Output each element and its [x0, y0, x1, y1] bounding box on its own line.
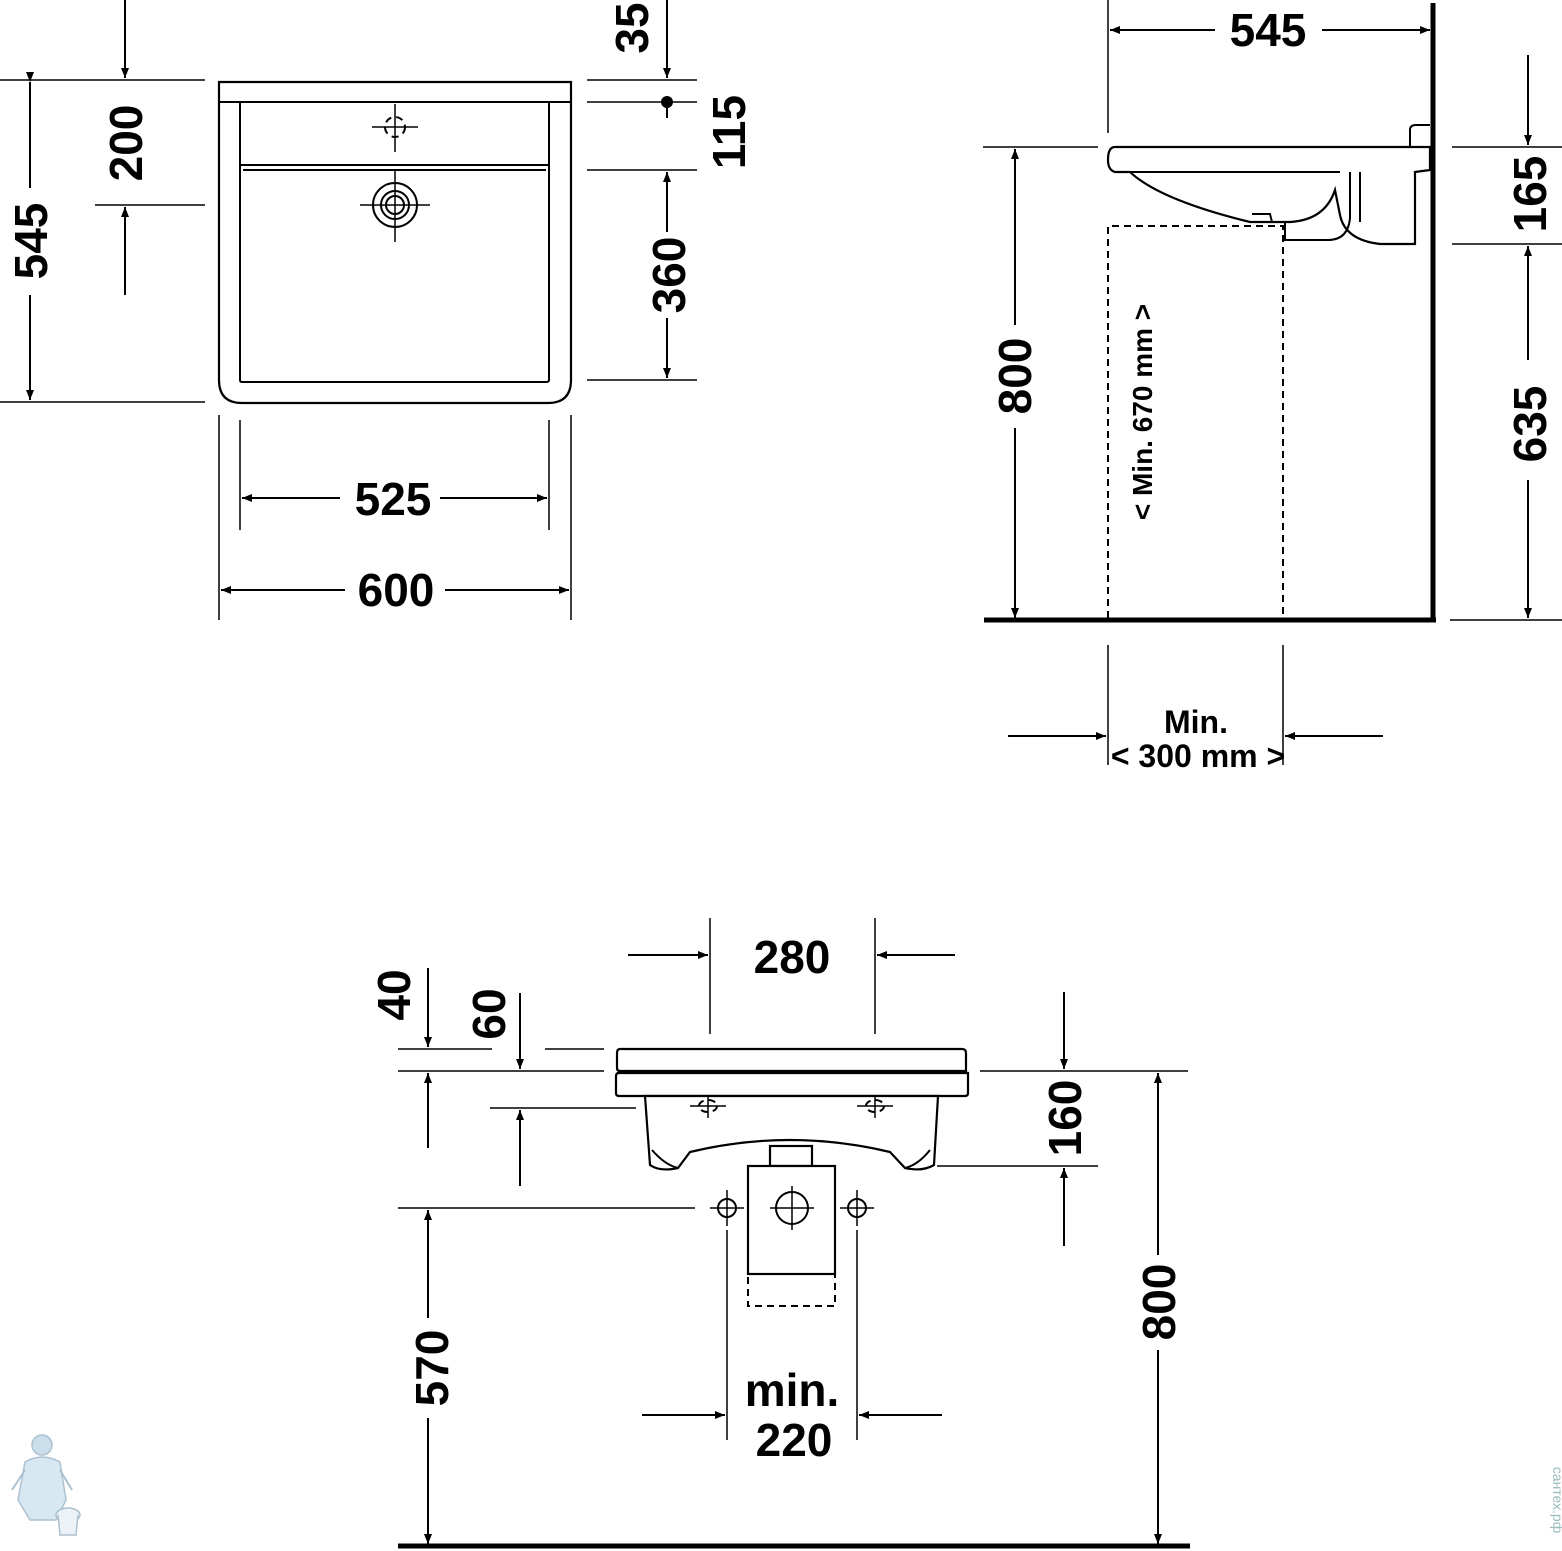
top-view: 545 200 35 115 360 525 600 — [0, 0, 755, 620]
front-dim-40: 40 — [368, 969, 420, 1020]
front-dim-280: 280 — [754, 931, 831, 983]
top-dim-200: 200 — [100, 105, 152, 182]
watermark-text: сантех.рф — [1550, 1467, 1562, 1533]
top-dim-525: 525 — [355, 473, 432, 525]
side-min-670: < Min. 670 mm > — [1127, 304, 1158, 520]
front-dim-220: 220 — [756, 1414, 833, 1466]
knee-clearance-zone — [1107, 225, 1284, 618]
basin-profile-side — [1106, 145, 1432, 246]
fixing-bolt-right — [840, 1190, 874, 1226]
basin-outline-top — [217, 80, 573, 405]
side-min-300: < 300 mm > — [1111, 738, 1285, 774]
front-view: 280 40 60 160 800 570 min. 220 — [368, 918, 1190, 1549]
fixing-bolt-left — [710, 1190, 744, 1226]
front-dim-160: 160 — [1039, 1080, 1091, 1157]
front-min-label: min. — [745, 1364, 840, 1416]
side-dim-800: 800 — [989, 338, 1041, 415]
tap-hole-left — [690, 1096, 726, 1118]
basin-front — [615, 1047, 968, 1073]
drain-outlet — [770, 1186, 814, 1230]
top-dim-360: 360 — [643, 237, 695, 314]
side-dim-635: 635 — [1504, 386, 1556, 463]
top-dim-545: 545 — [5, 203, 57, 280]
tap-hole-right — [857, 1096, 893, 1118]
front-dim-60: 60 — [463, 988, 515, 1039]
side-dim-545: 545 — [1230, 4, 1307, 56]
tap-hole-symbol — [372, 104, 418, 152]
top-dim-600: 600 — [358, 564, 435, 616]
side-dim-165: 165 — [1504, 156, 1556, 233]
side-min-label: Min. — [1164, 704, 1228, 740]
top-dim-35: 35 — [606, 2, 658, 53]
drain-symbol — [360, 170, 430, 242]
front-dim-800: 800 — [1133, 1264, 1185, 1341]
side-view: 545 165 635 800 < Min. 670 mm > Min. < 3… — [983, 0, 1562, 774]
plumber-logo — [11, 1434, 81, 1536]
front-dim-570: 570 — [406, 1330, 458, 1407]
top-dim-115: 115 — [703, 95, 755, 169]
